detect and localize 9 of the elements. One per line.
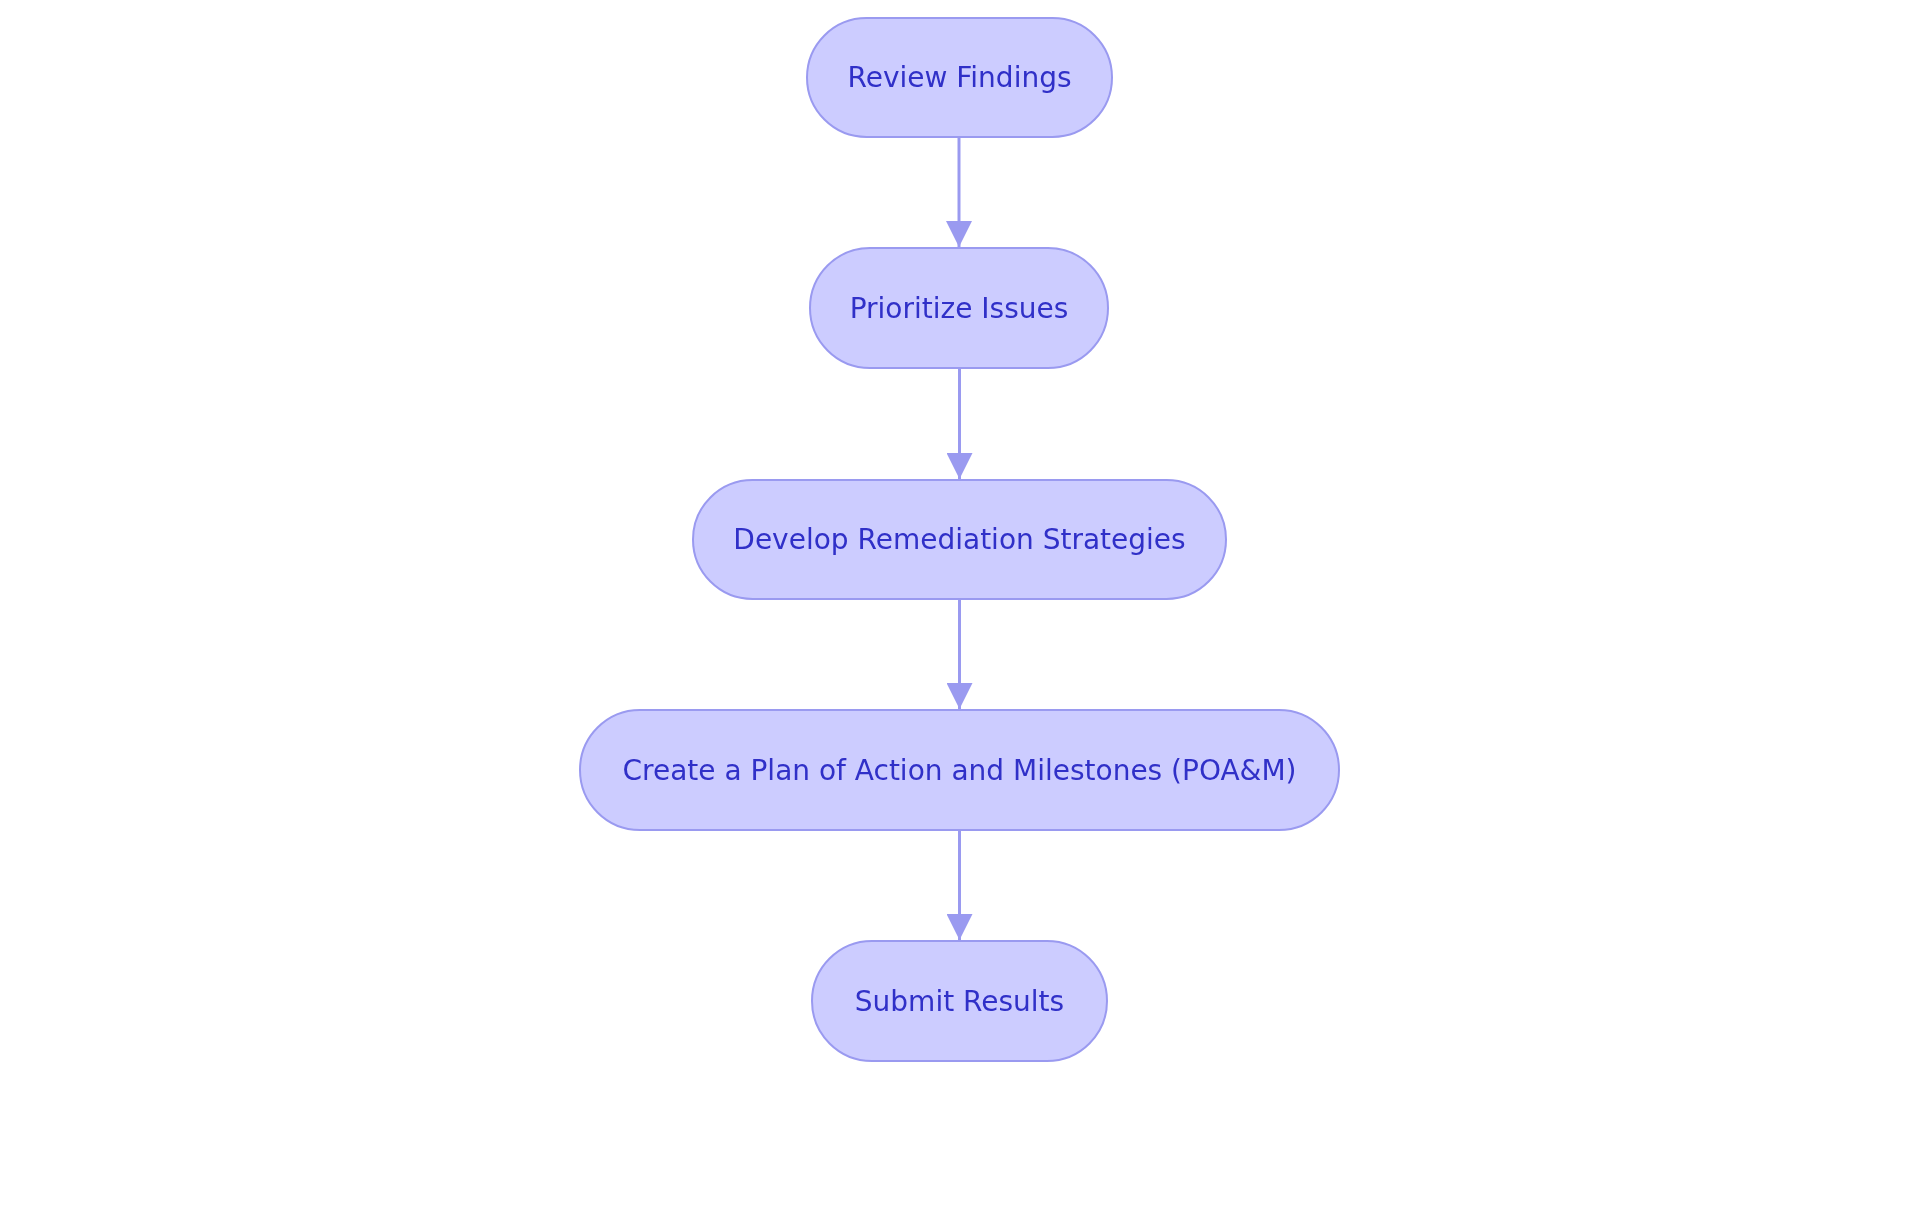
arrow [946, 138, 972, 247]
step-label: Review Findings [847, 61, 1072, 94]
arrow [946, 600, 973, 709]
step-label: Develop Remediation Strategies [733, 523, 1186, 556]
arrow [946, 831, 973, 940]
step-label: Submit Results [854, 984, 1065, 1018]
arrow [946, 369, 973, 479]
step-label: Create a Plan of Action and Milestones (POA&M) [622, 753, 1297, 787]
step-label: Prioritize Issues [849, 291, 1069, 325]
